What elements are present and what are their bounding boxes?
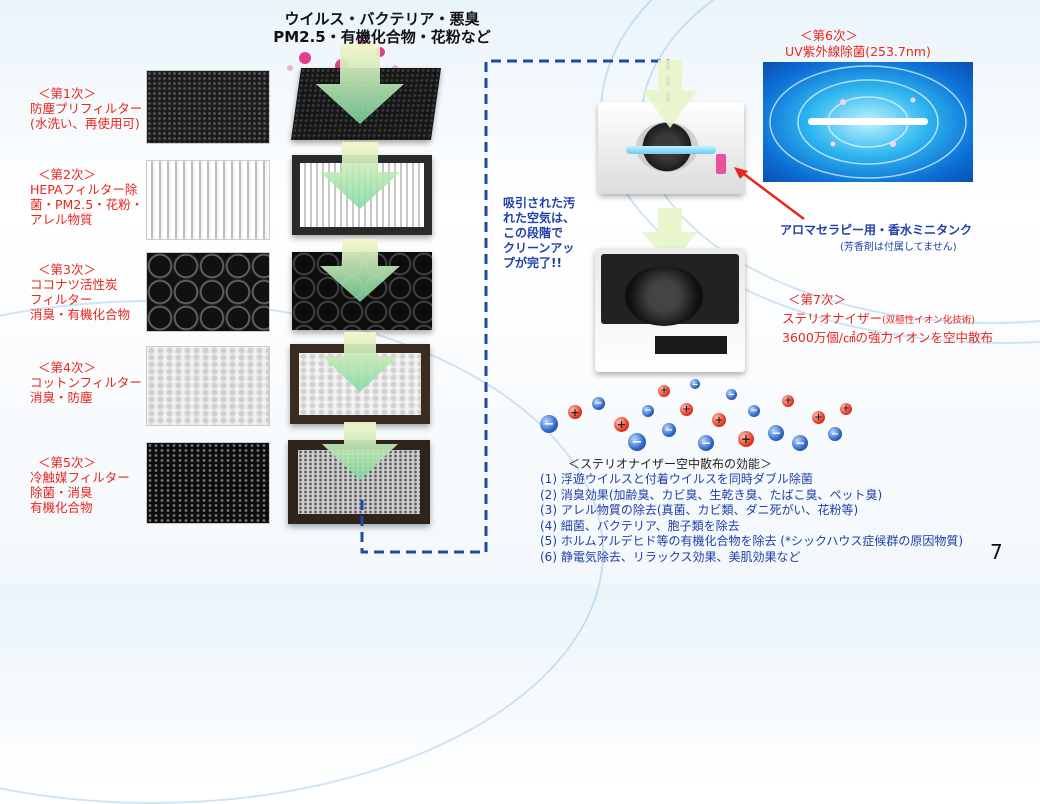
uv-lamp-unit	[598, 102, 744, 194]
stage4-title: ＜第4次＞	[38, 360, 96, 375]
uv-title: ＜第6次＞	[800, 28, 858, 43]
stage1-title: ＜第1次＞	[38, 86, 96, 101]
aroma-note: (芳香剤は付属してません)	[840, 242, 957, 253]
ionizer-line2: 3600万個/㎠の強力イオンを空中散布	[782, 330, 994, 345]
stage1-label: ＜第1次＞ 防塵プリフィルター (水洗い、再使用可)	[30, 86, 155, 131]
stage2-title: ＜第2次＞	[38, 167, 96, 182]
effects-item: (2) 消臭効果(加齢臭、カビ臭、生乾き臭、たばこ臭、ペット臭)	[540, 487, 883, 502]
airflow-arrow-3	[320, 239, 400, 302]
ionizer-line1-main: ステリオナイザー	[782, 311, 883, 326]
pollutant-caption-line1: ウイルス・バクテリア・悪臭	[284, 10, 480, 28]
airflow-arrows	[316, 44, 404, 480]
stage4-filter-texture	[146, 346, 270, 426]
stage4-label: ＜第4次＞ コットンフィルター 消臭・防塵	[30, 360, 155, 405]
stage5-title: ＜第5次＞	[38, 455, 96, 470]
effects-item: (3) アレル物質の除去(真菌、カビ類、ダニ死がい、花粉等)	[540, 503, 859, 517]
uv-illustration	[763, 62, 973, 182]
ionizer-fan	[625, 266, 703, 326]
aroma-title: アロマセラピー用・香水ミニタンク	[780, 223, 973, 237]
ionizer-line1: ステリオナイザー(双極性イオン化技術)	[782, 308, 1032, 327]
stage3-title: ＜第3次＞	[38, 262, 96, 277]
uv-desc: UV紫外線除菌(253.7nm)	[785, 44, 931, 59]
airflow-arrow-2	[320, 142, 400, 209]
ionizer-unit	[595, 248, 745, 372]
ionizer-label: ＜第7次＞ ステリオナイザー(双極性イオン化技術) 3600万個/㎠の強力イオン…	[782, 289, 1032, 346]
aroma-tank	[716, 154, 726, 174]
stage5-filter-texture	[146, 442, 270, 524]
stage3-label: ＜第3次＞ ココナツ活性炭 フィルター 消臭・有機化合物	[30, 262, 155, 322]
airflow-arrow-4	[322, 332, 398, 392]
stage3-filter-tile	[292, 252, 432, 330]
ionizer-intake-arrow	[642, 208, 698, 266]
stage1-desc: 防塵プリフィルター (水洗い、再使用可)	[30, 101, 143, 131]
uv-lamp-tube	[626, 146, 716, 154]
stage1-filter-texture	[146, 70, 270, 144]
stage4-desc: コットンフィルター 消臭・防塵	[30, 375, 142, 405]
stage3-desc: ココナツ活性炭 フィルター 消臭・有機化合物	[30, 277, 131, 322]
ionizer-title: ＜第7次＞	[788, 292, 846, 307]
aroma-pointer-arrow	[734, 167, 805, 220]
effects-panel: ＜ステリオナイザー空中散布の効能＞ (1) 浮遊ウイルスと付着ウイルスを同時ダブ…	[540, 455, 1010, 565]
effects-item: (4) 細菌、バクテリア、胞子類を除去	[540, 518, 740, 533]
airflow-arrow-5	[322, 422, 398, 480]
airflow-arrow-1	[316, 44, 404, 124]
stage2-label: ＜第2次＞ HEPAフィルター除 菌・PM2.5・花粉・ アレル物質	[30, 167, 155, 227]
ionizer-line1-small: (双極性イオン化技術)	[882, 315, 975, 326]
page-number: 7	[990, 540, 1003, 564]
effects-item: (5) ホルムアルデヒド等の有機化合物を除去 (*シックハウス症候群の原因物質)	[540, 534, 964, 548]
stage5-label: ＜第5次＞ 冷触媒フィルター 除菌・消臭 有機化合物	[30, 455, 155, 515]
uv-intake-arrow	[642, 60, 698, 128]
clean-air-note: 吸引された汚 れた空気は、 この段階で クリーンアッ プが完了!!	[503, 196, 576, 270]
stage2-filter-texture	[146, 160, 270, 240]
stage3-filter-texture	[146, 252, 270, 332]
effects-item: (1) 浮遊ウイルスと付着ウイルスを同時ダブル除菌	[540, 472, 813, 486]
aroma-label: アロマセラピー用・香水ミニタンク (芳香剤は付属してません)	[780, 221, 1000, 253]
effects-header: ＜ステリオナイザー空中散布の効能＞	[568, 457, 773, 471]
ion-cloud: − + − + − − + − + − − + − + − − + − + − …	[530, 375, 860, 460]
stage2-desc: HEPAフィルター除 菌・PM2.5・花粉・ アレル物質	[30, 182, 144, 227]
effects-item: (6) 静電気除去、リラックス効果、美肌効果など	[540, 549, 801, 564]
airflow-dashed-path	[360, 59, 670, 554]
pollutant-caption-line2: PM2.5・有機化合物・花粉など	[273, 28, 491, 46]
pollutant-caption: ウイルス・バクテリア・悪臭 PM2.5・有機化合物・花粉など	[262, 10, 502, 46]
stage5-desc: 冷触媒フィルター 除菌・消臭 有機化合物	[30, 470, 130, 515]
